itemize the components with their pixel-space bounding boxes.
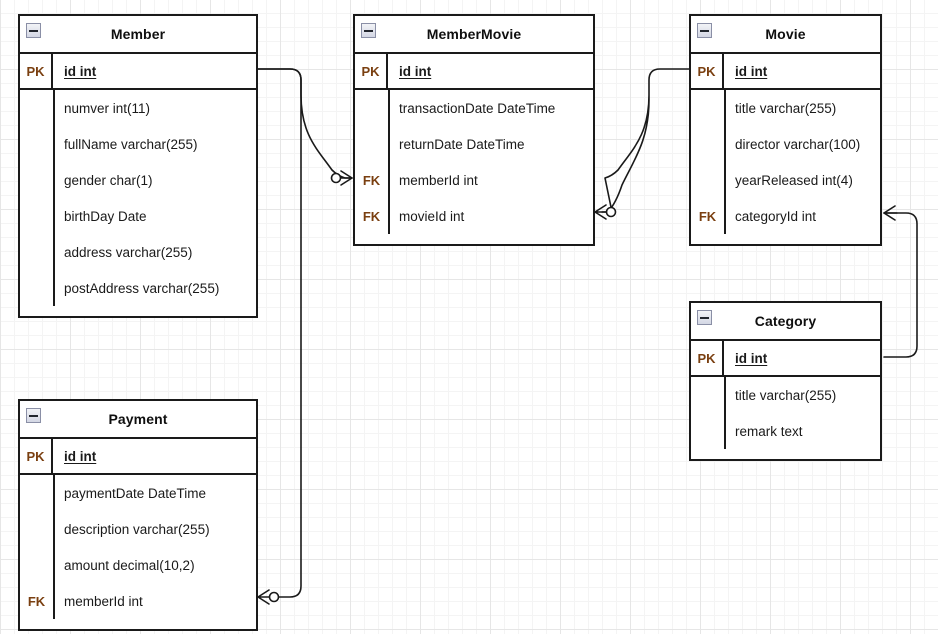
crowsfoot-payment-memberid bbox=[257, 589, 280, 605]
attribute-name: id int bbox=[735, 63, 768, 79]
entity-title: Member bbox=[110, 26, 166, 42]
collapse-minus-icon[interactable] bbox=[361, 23, 376, 38]
attribute-name: paymentDate DateTime bbox=[64, 485, 207, 501]
attribute-name: title varchar(255) bbox=[735, 387, 837, 403]
attribute-name: yearReleased int(4) bbox=[735, 172, 853, 188]
attribute-row[interactable]: birthDay Date bbox=[20, 198, 256, 234]
attribute-row[interactable]: remark text bbox=[691, 413, 880, 449]
connector-member-membermovie bbox=[257, 68, 353, 179]
key-label: FK bbox=[362, 172, 381, 188]
entity-footer-spacer bbox=[691, 449, 880, 459]
collapse-minus-icon[interactable] bbox=[697, 310, 712, 325]
entity-title: Payment bbox=[108, 411, 168, 427]
entity-title: MemberMovie bbox=[426, 26, 522, 42]
attribute-name: returnDate DateTime bbox=[399, 136, 525, 152]
collapse-minus-icon[interactable] bbox=[697, 23, 712, 38]
attribute-rows: title varchar(255) remark text bbox=[691, 377, 880, 449]
attribute-name: director varchar(100) bbox=[735, 136, 861, 152]
primary-key-row[interactable]: PK id int bbox=[20, 54, 256, 90]
attribute-name: amount decimal(10,2) bbox=[64, 557, 195, 573]
attribute-row[interactable]: gender char(1) bbox=[20, 162, 256, 198]
entity-header-movie[interactable]: Movie bbox=[691, 16, 880, 54]
attribute-name: numver int(11) bbox=[64, 100, 151, 116]
attribute-rows: transactionDate DateTime returnDate DateT… bbox=[355, 90, 593, 234]
attribute-name: movieId int bbox=[399, 208, 465, 224]
attribute-name: description varchar(255) bbox=[64, 521, 210, 537]
entity-header-membermovie[interactable]: MemberMovie bbox=[355, 16, 593, 54]
attribute-row[interactable]: transactionDate DateTime bbox=[355, 90, 593, 126]
attribute-name: birthDay Date bbox=[64, 208, 147, 224]
attribute-row[interactable]: numver int(11) bbox=[20, 90, 256, 126]
entity-footer-spacer bbox=[20, 619, 256, 629]
attribute-name: title varchar(255) bbox=[735, 100, 837, 116]
primary-key-row[interactable]: PK id int bbox=[355, 54, 593, 90]
attribute-row[interactable]: FK memberId int bbox=[355, 162, 593, 198]
attribute-name: id int bbox=[735, 350, 768, 366]
attribute-rows: title varchar(255) director varchar(100) y… bbox=[691, 90, 880, 234]
attribute-name: transactionDate DateTime bbox=[399, 100, 556, 116]
crowsfoot-movie-categoryid bbox=[883, 205, 898, 221]
attribute-name: fullName varchar(255) bbox=[64, 136, 198, 152]
entity-footer-spacer bbox=[20, 306, 256, 316]
attribute-name: id int bbox=[64, 63, 97, 79]
connector-movie-membermovie bbox=[601, 68, 690, 213]
attribute-row[interactable]: FK movieId int bbox=[355, 198, 593, 234]
attribute-name: address varchar(255) bbox=[64, 244, 193, 260]
attribute-rows: numver int(11) fullName varchar(255) gende… bbox=[20, 90, 256, 306]
entity-title: Category bbox=[754, 313, 817, 329]
key-label: PK bbox=[20, 439, 53, 473]
attribute-row[interactable]: paymentDate DateTime bbox=[20, 475, 256, 511]
attribute-row[interactable]: title varchar(255) bbox=[691, 377, 880, 413]
attribute-row[interactable]: FK memberId int bbox=[20, 583, 256, 619]
collapse-minus-icon[interactable] bbox=[26, 408, 41, 423]
key-label: FK bbox=[362, 208, 381, 224]
collapse-minus-icon[interactable] bbox=[26, 23, 41, 38]
attribute-name: remark text bbox=[735, 423, 803, 439]
attribute-row[interactable]: returnDate DateTime bbox=[355, 126, 593, 162]
attribute-name: memberId int bbox=[399, 172, 478, 188]
crowsfoot-membermovie-memberid bbox=[330, 170, 353, 186]
entity-title: Movie bbox=[765, 26, 806, 42]
key-label: FK bbox=[698, 208, 717, 224]
attribute-row[interactable]: description varchar(255) bbox=[20, 511, 256, 547]
attribute-row[interactable]: yearReleased int(4) bbox=[691, 162, 880, 198]
entity-header-payment[interactable]: Payment bbox=[20, 401, 256, 439]
attribute-row[interactable]: title varchar(255) bbox=[691, 90, 880, 126]
key-label: PK bbox=[20, 54, 53, 88]
attribute-row[interactable]: fullName varchar(255) bbox=[20, 126, 256, 162]
attribute-name: id int bbox=[399, 63, 432, 79]
entity-footer-spacer bbox=[355, 234, 593, 244]
attribute-name: gender char(1) bbox=[64, 172, 153, 188]
crowsfoot-membermovie-movieid bbox=[594, 204, 617, 220]
attribute-name: postAddress varchar(255) bbox=[64, 280, 220, 296]
attribute-name: id int bbox=[64, 448, 97, 464]
attribute-row[interactable]: director varchar(100) bbox=[691, 126, 880, 162]
key-label: PK bbox=[691, 54, 724, 88]
attribute-row[interactable]: FK categoryId int bbox=[691, 198, 880, 234]
entity-footer-spacer bbox=[691, 234, 880, 244]
primary-key-row[interactable]: PK id int bbox=[20, 439, 256, 475]
primary-key-row[interactable]: PK id int bbox=[691, 341, 880, 377]
primary-key-row[interactable]: PK id int bbox=[691, 54, 880, 90]
attribute-row[interactable]: amount decimal(10,2) bbox=[20, 547, 256, 583]
attribute-rows: paymentDate DateTime description varchar(… bbox=[20, 475, 256, 619]
key-label: PK bbox=[691, 341, 724, 375]
attribute-name: categoryId int bbox=[735, 208, 817, 224]
key-label: FK bbox=[27, 593, 46, 609]
attribute-name: memberId int bbox=[64, 593, 143, 609]
attribute-row[interactable]: address varchar(255) bbox=[20, 234, 256, 270]
entity-header-category[interactable]: Category bbox=[691, 303, 880, 341]
key-label: PK bbox=[355, 54, 388, 88]
connector-member-payment bbox=[257, 68, 302, 598]
attribute-row[interactable]: postAddress varchar(255) bbox=[20, 270, 256, 306]
entity-header-member[interactable]: Member bbox=[20, 16, 256, 54]
connector-movie-category bbox=[883, 212, 918, 358]
